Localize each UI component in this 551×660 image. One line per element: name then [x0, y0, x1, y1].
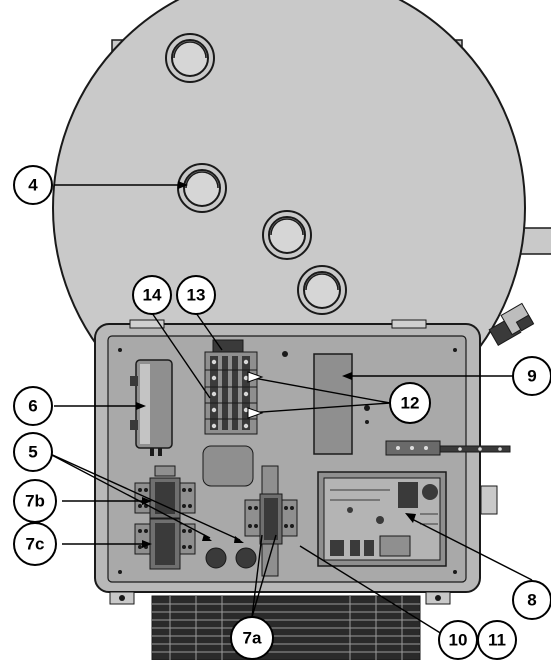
control-panel	[94, 319, 511, 605]
callout-4-label: 4	[28, 176, 38, 195]
arrow-tips	[136, 181, 416, 548]
side-box	[480, 485, 498, 515]
callout-11: 11	[477, 620, 517, 660]
control-board	[317, 471, 447, 567]
callout-14: 14	[132, 275, 172, 315]
callout-13: 13	[176, 275, 216, 315]
callout-6-label: 6	[28, 397, 37, 416]
callout-10: 10	[438, 620, 478, 660]
indicator-light-1	[205, 547, 227, 569]
callout-7b-label: 7b	[25, 492, 45, 511]
transformer	[313, 353, 353, 455]
callout-12: 12	[389, 382, 431, 424]
leader-lines	[45, 184, 533, 635]
callout-13-label: 13	[187, 286, 206, 305]
white-arrows-12	[247, 371, 264, 419]
callout-5: 5	[13, 432, 53, 472]
callout-5-label: 5	[28, 443, 37, 462]
callout-8: 8	[512, 580, 551, 620]
callout-9: 9	[512, 356, 551, 396]
callout-7c: 7c	[13, 522, 57, 566]
callout-14-label: 14	[143, 286, 162, 305]
indicator-light-2	[235, 547, 257, 569]
tank-ports	[165, 33, 347, 315]
bottom-grille	[151, 595, 421, 660]
callout-7a: 7a	[230, 616, 274, 660]
callout-7b: 7b	[13, 479, 57, 523]
contactor-7b	[134, 477, 196, 519]
callout-8-label: 8	[527, 591, 536, 610]
callout-9-label: 9	[527, 367, 536, 386]
callout-12-label: 12	[401, 394, 420, 413]
ground-bar	[385, 440, 511, 456]
capacitor	[130, 359, 173, 456]
panel-cutout	[202, 445, 254, 487]
side-gland-fitting	[488, 302, 535, 346]
terminal-block-stack	[204, 339, 288, 435]
callout-7a-label: 7a	[243, 629, 262, 648]
hinge-right	[391, 319, 427, 329]
callout-4: 4	[13, 165, 53, 205]
callout-10-label: 10	[449, 631, 468, 650]
din-rail-left	[154, 465, 176, 477]
callout-11-label: 11	[488, 631, 506, 650]
callout-7c-label: 7c	[26, 535, 45, 554]
contactor-7a	[244, 465, 298, 577]
callout-6: 6	[13, 386, 53, 426]
hinge-left	[129, 319, 165, 329]
